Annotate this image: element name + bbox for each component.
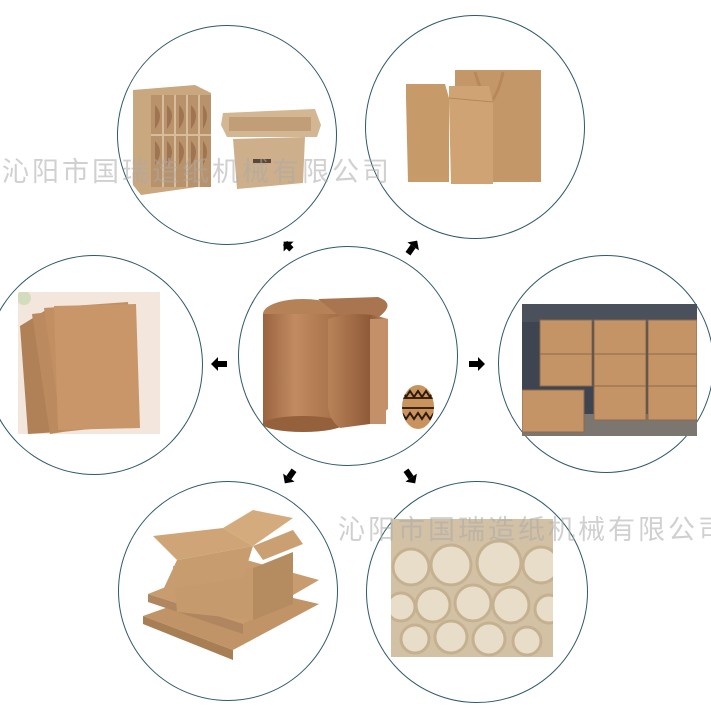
jumbo-rolls-image <box>522 304 697 436</box>
corrugated-roll-image <box>258 294 418 434</box>
watermark-top: 沁阳市国瑞造纸机械有限公司 <box>2 157 392 188</box>
cartons-image <box>143 508 319 660</box>
flute-profile-inset <box>402 385 434 429</box>
paper-tubes-image <box>391 519 553 657</box>
watermark-bottom: 沁阳市国瑞造纸机械有限公司 <box>338 515 711 546</box>
kraft-sheets-image <box>17 291 160 434</box>
divider-boxes-image <box>133 85 321 195</box>
kraft-bags-image <box>403 68 543 188</box>
